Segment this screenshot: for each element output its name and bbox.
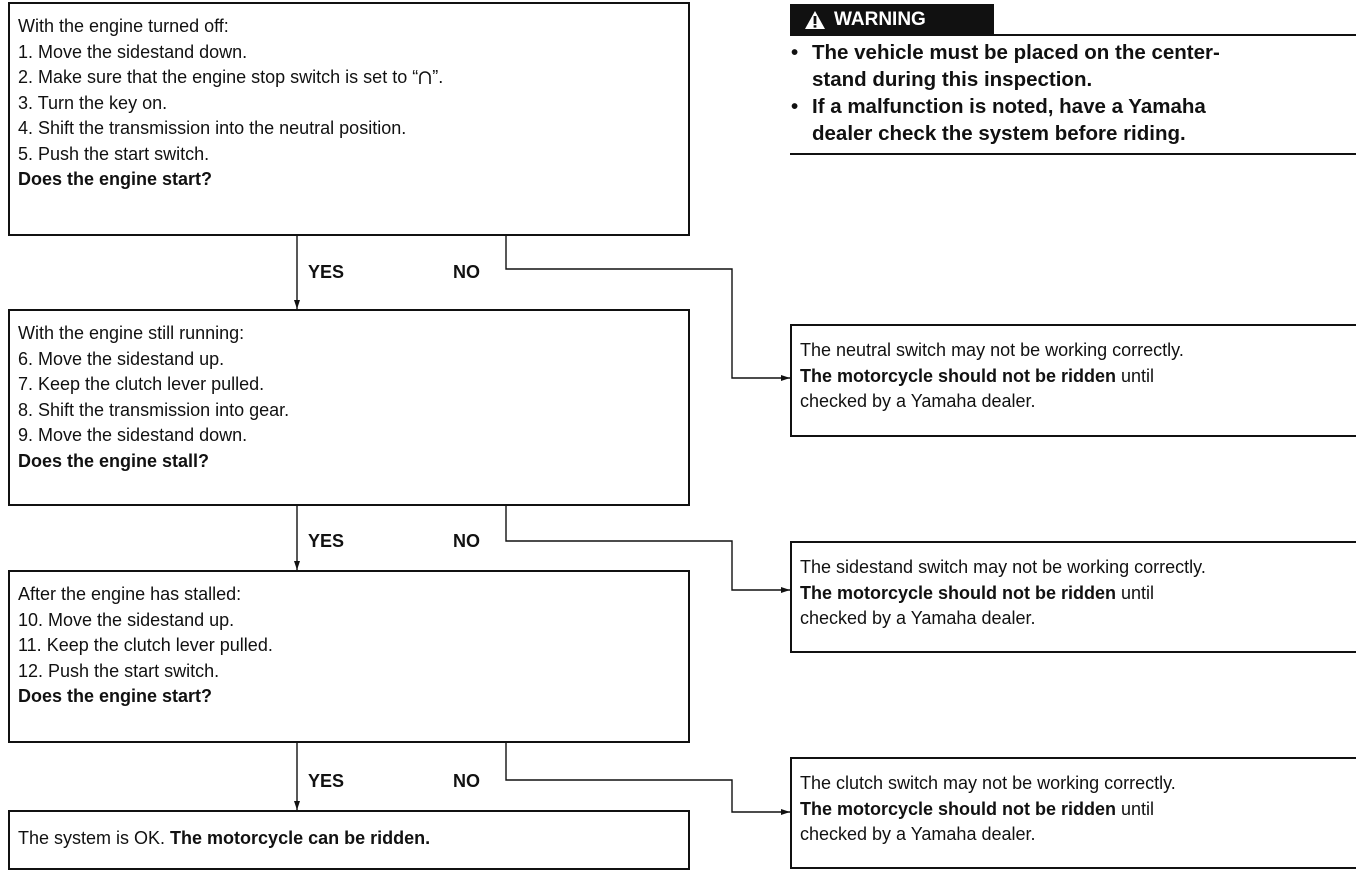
no-label-1: NO bbox=[453, 262, 480, 282]
step2-line: 6. Move the sidestand up. bbox=[18, 348, 225, 369]
engine-stop-run-symbol-icon bbox=[419, 71, 432, 84]
clutch-switch-result-box: The clutch switch may not be working cor… bbox=[790, 757, 1356, 869]
bullet-icon: • bbox=[791, 95, 799, 118]
step3-line: 10. Move the sidestand up. bbox=[18, 609, 235, 630]
step1-line: 1. Move the sidestand down. bbox=[18, 41, 248, 62]
yes-label-3: YES bbox=[308, 771, 345, 791]
warning-rule-bottom bbox=[790, 153, 1356, 155]
step2-box: With the engine still running: 6. Move t… bbox=[8, 309, 690, 506]
step2-question: Does the engine stall? bbox=[18, 450, 210, 471]
no-arrow-3 bbox=[505, 743, 790, 815]
result-line: The motorcycle should not be ridden unti… bbox=[800, 365, 1155, 386]
result-line: The clutch switch may not be working cor… bbox=[800, 773, 1176, 793]
result-line: The sidestand switch may not be working … bbox=[800, 557, 1206, 577]
step3-box: After the engine has stalled: 10. Move t… bbox=[8, 570, 690, 743]
warning-triangle-icon bbox=[805, 11, 825, 29]
no-arrow-2 bbox=[505, 506, 790, 593]
step2-line: 7. Keep the clutch lever pulled. bbox=[18, 374, 265, 394]
step1-line: 3. Turn the key on. bbox=[18, 92, 168, 113]
sidestand-switch-result-box: The sidestand switch may not be working … bbox=[790, 541, 1356, 653]
step2-line: With the engine still running: bbox=[18, 323, 245, 343]
final-result-box: The system is OK. The motorcycle can be … bbox=[8, 810, 690, 870]
step1-line-stop-switch: 2. Make sure that the engine stop switch… bbox=[18, 67, 444, 87]
step2-line: 8. Shift the transmission into gear. bbox=[18, 399, 290, 420]
warning-header: WARNING bbox=[790, 4, 994, 36]
no-label-2: NO bbox=[453, 531, 480, 551]
step3-question: Does the engine start? bbox=[18, 686, 213, 706]
neutral-switch-result-box: The neutral switch may not be working co… bbox=[790, 324, 1356, 437]
step3-line: 12. Push the start switch. bbox=[18, 660, 220, 681]
yes-label-1: YES bbox=[308, 262, 345, 282]
warning-title: WARNING bbox=[834, 9, 926, 30]
step2-line: 9. Move the sidestand down. bbox=[18, 425, 248, 445]
result-line: The motorcycle should not be ridden unti… bbox=[800, 582, 1155, 603]
step3-line: 11. Keep the clutch lever pulled. bbox=[18, 635, 273, 655]
warning-list: • The vehicle must be placed on the cent… bbox=[791, 39, 1356, 147]
step1-line: With the engine turned off: bbox=[18, 16, 229, 36]
result-line: The motorcycle should not be ridden unti… bbox=[800, 798, 1155, 819]
step1-box: With the engine turned off: 1. Move the … bbox=[8, 2, 690, 236]
final-line: The system is OK. The motorcycle can be … bbox=[18, 828, 431, 848]
warning-item: • The vehicle must be placed on the cent… bbox=[791, 41, 1220, 91]
warning-rule-top bbox=[994, 34, 1356, 36]
result-line: checked by a Yamaha dealer. bbox=[800, 391, 1036, 411]
warning-item: • If a malfunction is noted, have a Yama… bbox=[791, 95, 1206, 145]
bullet-icon: • bbox=[791, 41, 799, 64]
result-line: checked by a Yamaha dealer. bbox=[800, 608, 1036, 628]
step3-line: After the engine has stalled: bbox=[18, 584, 242, 604]
no-arrow-1 bbox=[505, 236, 790, 381]
no-label-3: NO bbox=[453, 771, 480, 791]
yes-label-2: YES bbox=[308, 531, 345, 551]
step1-question: Does the engine start? bbox=[18, 169, 213, 189]
result-line: checked by a Yamaha dealer. bbox=[800, 824, 1036, 844]
step1-line: 4. Shift the transmission into the neutr… bbox=[18, 118, 407, 138]
step1-line: 5. Push the start switch. bbox=[18, 143, 210, 164]
result-line: The neutral switch may not be working co… bbox=[800, 340, 1184, 360]
